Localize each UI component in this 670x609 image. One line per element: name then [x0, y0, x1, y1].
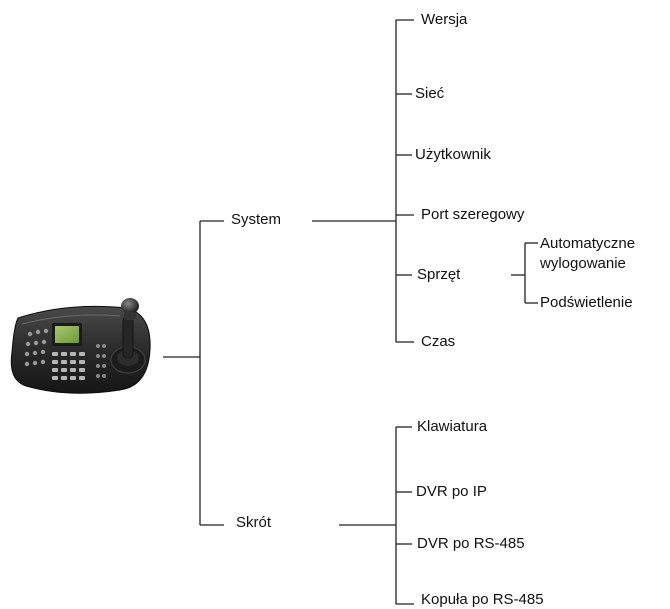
node-skrot: Skrót — [236, 514, 272, 531]
node-uzytkownik: Użytkownik — [415, 146, 491, 163]
node-port-szeregowy: Port szeregowy — [421, 206, 525, 223]
node-dvr-po-ip: DVR po IP — [416, 483, 487, 500]
node-automatyczne-wylogowanie: Automatyczne wylogowanie — [540, 235, 636, 272]
node-wersja: Wersja — [421, 11, 468, 28]
node-siec: Sieć — [415, 85, 445, 102]
node-dvr-po-rs485: DVR po RS-485 — [417, 535, 525, 552]
node-klawiatura: Klawiatura — [417, 418, 488, 435]
ptz-keyboard-controller-icon — [10, 298, 151, 394]
node-czas: Czas — [421, 333, 456, 350]
node-system: System — [231, 211, 282, 228]
node-sprzet: Sprzęt — [417, 266, 461, 283]
node-podswietlenie: Podświetlenie — [540, 294, 633, 311]
node-kopula-po-rs485: Kopuła po RS-485 — [421, 591, 544, 608]
